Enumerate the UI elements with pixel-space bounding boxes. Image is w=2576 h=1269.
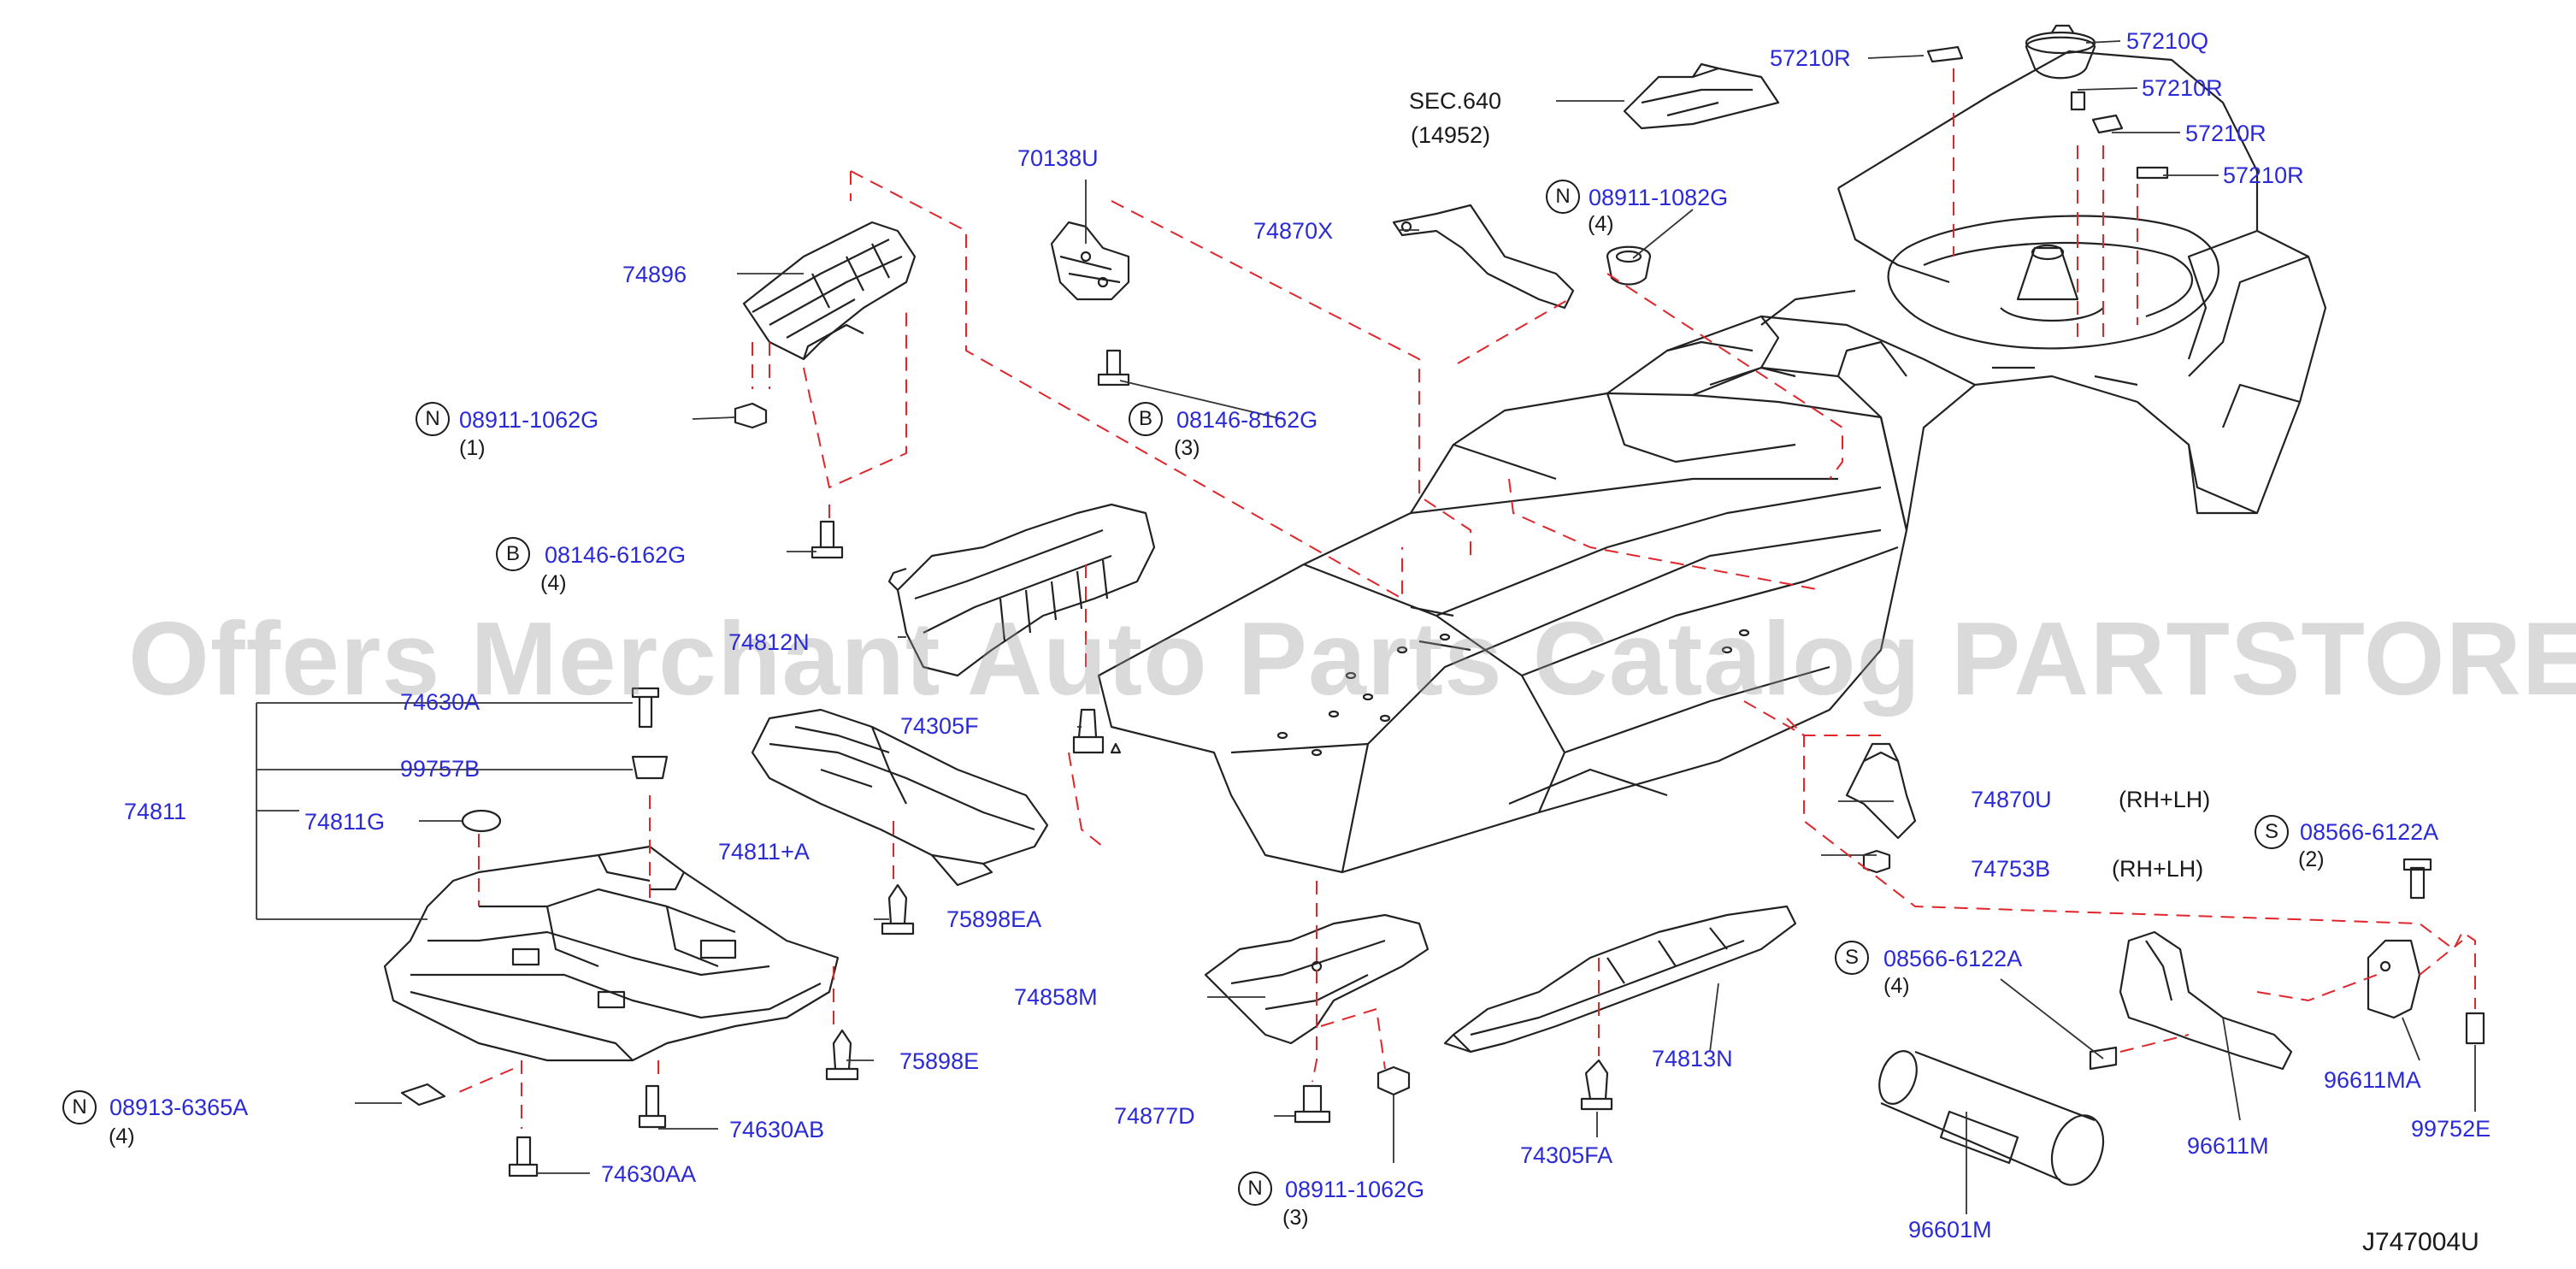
part-label-74630ab[interactable]: 74630AB — [729, 1117, 825, 1142]
part-label-08566-6122a-mid[interactable]: 08566-6122A — [1883, 946, 2023, 971]
part-label-75898e[interactable]: 75898E — [899, 1048, 980, 1074]
heat-shield-74813n — [1443, 905, 1797, 1054]
part-label-74630a[interactable]: 74630A — [400, 689, 480, 715]
bracket-96611m — [2119, 930, 2293, 1071]
sec640-bracket — [1623, 62, 1780, 130]
part-label-74811a[interactable]: 74811+A — [718, 839, 810, 865]
part-label-99757b[interactable]: 99757B — [400, 756, 480, 782]
note-rh-lh-74753b: (RH+LH) — [2112, 856, 2204, 882]
prefix-n-badge: N — [62, 1090, 97, 1124]
note-rh-lh-74870u: (RH+LH) — [2119, 787, 2211, 812]
quantity-08911-1062g-left: (1) — [459, 436, 486, 460]
part-label-57210r-a[interactable]: 57210R — [1770, 45, 1851, 71]
bracket-74896 — [742, 221, 917, 361]
part-label-57210r-d[interactable]: 57210R — [2223, 162, 2304, 188]
part-label-08911-1082g-top[interactable]: 08911-1082G — [1589, 185, 1729, 210]
alignment-lines — [452, 68, 2476, 1129]
part-label-96611ma[interactable]: 96611MA — [2324, 1067, 2421, 1093]
part-label-96601m[interactable]: 96601M — [1908, 1217, 1992, 1242]
part-label-57210r-b[interactable]: 57210R — [2142, 75, 2223, 101]
part-label-74811[interactable]: 74811 — [124, 799, 187, 824]
part-label-08566-6122a-right[interactable]: 08566-6122A — [2300, 819, 2439, 845]
part-label-70138u[interactable]: 70138U — [1017, 145, 1099, 171]
undercover-74811a — [751, 708, 1049, 887]
part-label-74858m[interactable]: 74858M — [1014, 984, 1098, 1010]
part-label-96611m[interactable]: 96611M — [2187, 1133, 2269, 1159]
part-label-08146-6162g[interactable]: 08146-6162G — [545, 542, 687, 568]
leader-lines — [256, 40, 2476, 1214]
prefix-n-badge: N — [416, 402, 450, 436]
bracket-74870u — [1845, 742, 1917, 840]
part-label-75898ea[interactable]: 75898EA — [946, 906, 1042, 932]
part-label-74630aa[interactable]: 74630AA — [601, 1161, 697, 1187]
part-label-57210q[interactable]: 57210Q — [2126, 28, 2209, 54]
bracket-70138u — [1050, 221, 1130, 301]
part-label-74305fa[interactable]: 74305FA — [1520, 1142, 1613, 1168]
part-label-08911-1062g-bottom[interactable]: 08911-1062G — [1285, 1177, 1425, 1202]
part-label-74870u[interactable]: 74870U — [1971, 787, 2052, 812]
part-label-74877d[interactable]: 74877D — [1114, 1103, 1195, 1129]
fasteners — [400, 349, 2485, 1178]
prefix-n-badge: N — [1546, 180, 1580, 214]
part-label-57210r-c[interactable]: 57210R — [2185, 121, 2267, 146]
diagram-code: J747004U — [2362, 1228, 2479, 1256]
part-label-08913-6365a[interactable]: 08913-6365A — [109, 1095, 249, 1120]
part-label-74896[interactable]: 74896 — [622, 262, 687, 287]
prefix-s-badge: S — [2255, 815, 2289, 849]
prefix-n-badge: N — [1238, 1172, 1272, 1206]
bracket-74870x — [1392, 204, 1575, 310]
floor-panel — [1097, 392, 1908, 874]
quantity-08146-6162g: (4) — [540, 571, 567, 595]
bracket-96611ma — [2367, 939, 2421, 1019]
part-label-74753b[interactable]: 74753B — [1971, 856, 2051, 882]
part-label-99752e[interactable]: 99752E — [2411, 1116, 2491, 1142]
part-label-74812n[interactable]: 74812N — [728, 629, 810, 655]
part-label-74813n[interactable]: 74813N — [1652, 1046, 1733, 1071]
undercover-74811 — [383, 845, 840, 1062]
section-ref-14952: (14952) — [1411, 122, 1491, 148]
part-label-74811g[interactable]: 74811G — [304, 809, 386, 835]
prefix-b-badge: B — [496, 537, 530, 571]
rear-floor-panel — [1606, 50, 2327, 532]
prefix-b-badge: B — [1129, 402, 1163, 436]
quantity-08566-6122a-right: (2) — [2298, 847, 2325, 871]
part-label-08911-1062g-left[interactable]: 08911-1062G — [459, 407, 599, 433]
part-label-74870x[interactable]: 74870X — [1253, 218, 1334, 244]
quantity-08911-1082g-top: (4) — [1588, 212, 1614, 236]
section-label-sec640[interactable]: SEC.640 — [1409, 88, 1502, 114]
part-label-08146-8162g[interactable]: 08146-8162G — [1176, 407, 1318, 433]
quantity-08566-6122a-mid: (4) — [1883, 974, 1910, 998]
part-label-74305f[interactable]: 74305F — [900, 713, 979, 739]
quantity-08146-8162g: (3) — [1174, 436, 1200, 460]
damper-96601m — [1878, 1050, 2105, 1186]
prefix-s-badge: S — [1835, 941, 1869, 975]
quantity-08911-1062g-bottom: (3) — [1282, 1206, 1309, 1230]
quantity-08913-6365a: (4) — [109, 1124, 135, 1148]
heat-shield-74812n — [887, 503, 1156, 677]
